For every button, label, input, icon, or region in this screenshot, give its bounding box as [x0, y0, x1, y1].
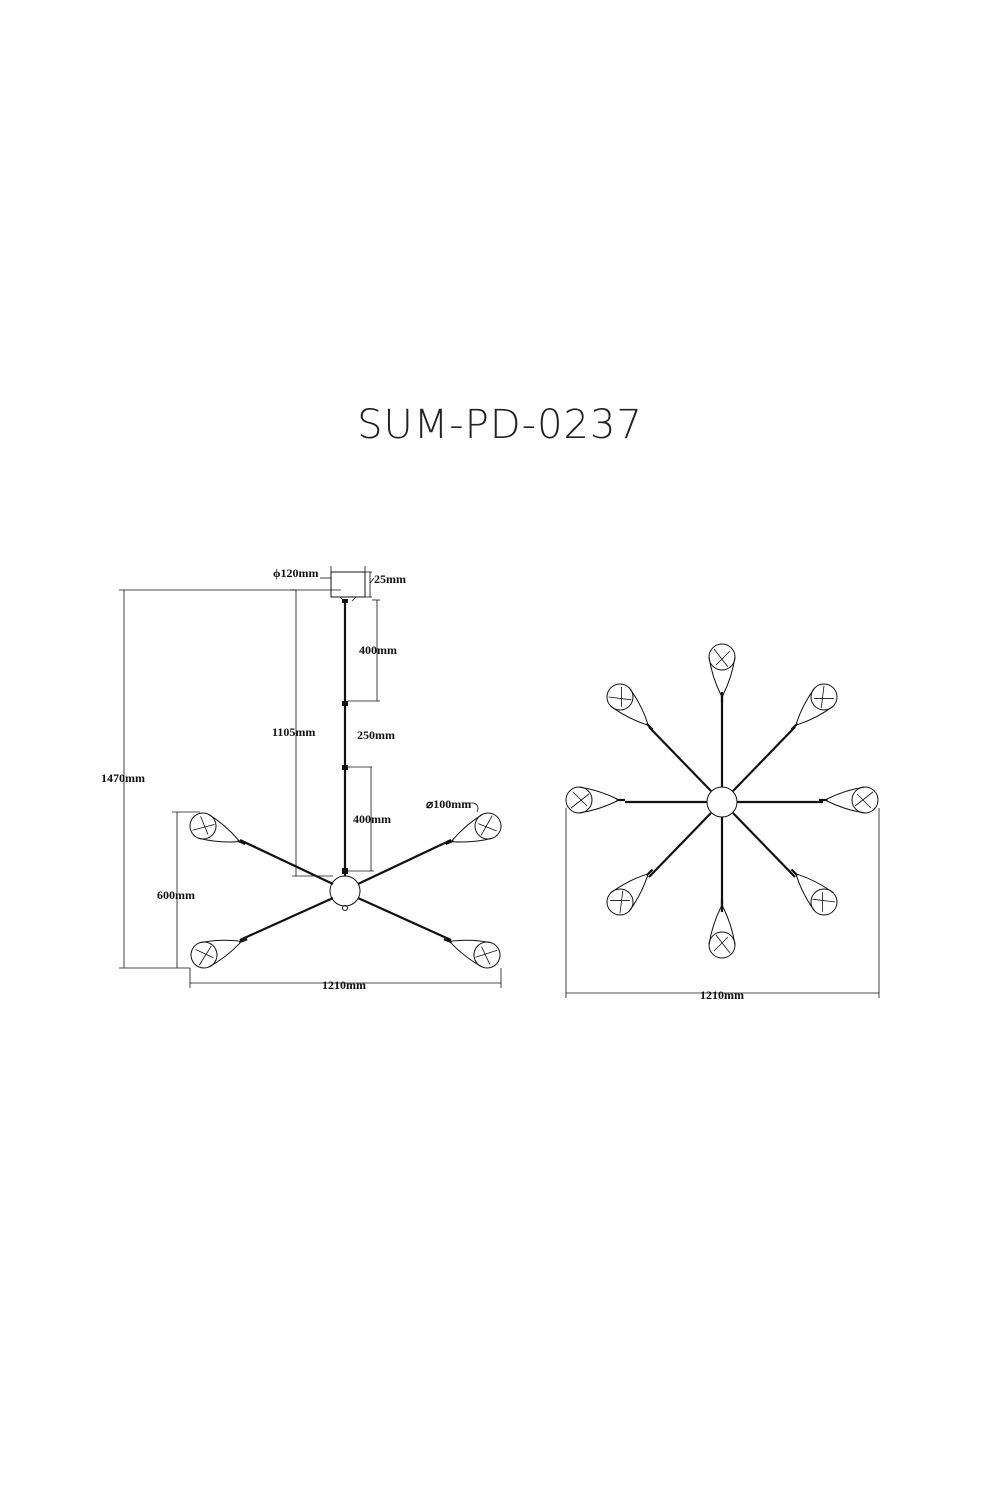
page-title: SUM-PD-0237	[357, 402, 643, 448]
label-rod-middle: 250mm	[357, 728, 395, 742]
label-shade-drop: 600mm	[157, 888, 195, 902]
shade-upper-left	[184, 807, 252, 858]
top-view-hub	[706, 786, 738, 818]
label-rod-total: 1105mm	[272, 725, 315, 739]
label-top-width: 1210mm	[700, 988, 744, 1002]
top-view: 1210mm	[564, 642, 880, 1002]
top-shade-sw	[600, 859, 663, 922]
label-canopy-height: 25mm	[374, 572, 406, 586]
label-side-width: 1210mm	[322, 978, 366, 992]
canopy	[330, 571, 366, 598]
shade-lower-right	[438, 925, 505, 973]
top-shade-se	[781, 859, 844, 922]
label-rod-top: 400mm	[359, 643, 397, 657]
top-view-arms	[625, 692, 823, 912]
label-rod-bottom: 400mm	[353, 812, 391, 826]
shade-lower-left	[186, 925, 253, 973]
top-shade-e	[817, 785, 880, 815]
top-shade-w	[564, 785, 627, 815]
hub	[329, 875, 361, 907]
side-view: ϕ120mm 25mm 400mm 250mm 400mm 1105mm 147…	[101, 566, 507, 992]
shade-upper-right	[439, 807, 507, 858]
label-shade-diameter: ⌀100mm	[426, 797, 471, 811]
label-total-height: 1470mm	[101, 771, 145, 785]
label-canopy-diameter: ϕ120mm	[273, 566, 318, 580]
